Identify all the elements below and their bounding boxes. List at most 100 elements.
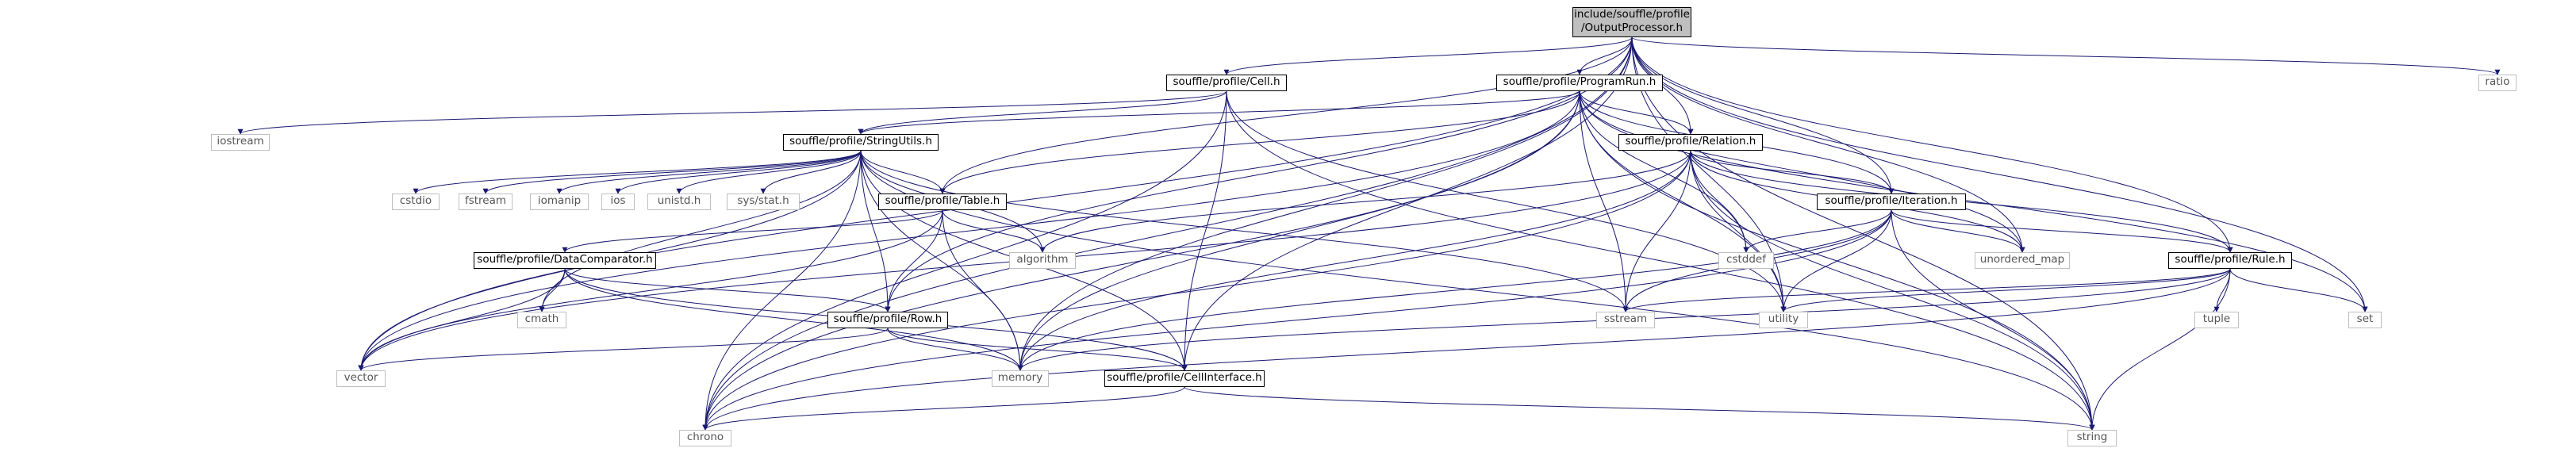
- node-output-processor-line1: include/souffle/profile: [1574, 8, 1690, 21]
- edge-relation-to-algorithm: [1039, 150, 1691, 253]
- node-cmath-label: cmath: [524, 312, 559, 325]
- edge-row-to-vector: [358, 328, 889, 371]
- edge-output-processor-to-ratio: [1631, 36, 2501, 75]
- edge-string-utils-to-chrono: [702, 150, 862, 431]
- node-memory[interactable]: memory: [992, 370, 1049, 387]
- edge-string-utils-to-fstream: [482, 150, 862, 194]
- node-string[interactable]: string: [2067, 430, 2117, 446]
- node-vector[interactable]: vector: [336, 370, 386, 387]
- edge-program-run-to-chrono: [702, 90, 1580, 431]
- node-string-utils[interactable]: souffle/profile/StringUtils.h: [783, 134, 939, 151]
- node-chrono[interactable]: chrono: [679, 430, 731, 446]
- node-cell-label: souffle/profile/Cell.h: [1173, 75, 1280, 88]
- node-rule-label: souffle/profile/Rule.h: [2175, 253, 2286, 266]
- node-utility[interactable]: utility: [1759, 312, 1808, 328]
- node-vector-label: vector: [344, 371, 378, 384]
- edge-data-comparator-to-memory: [564, 268, 1023, 371]
- node-table[interactable]: souffle/profile/Table.h: [878, 194, 1007, 210]
- node-unordered-map-label: unordered_map: [1979, 253, 2065, 266]
- node-iostream[interactable]: iostream: [211, 134, 270, 151]
- node-sys-stat-label: sys/stat.h: [737, 194, 789, 207]
- node-sstream[interactable]: sstream: [1596, 312, 1655, 328]
- node-cell[interactable]: souffle/profile/Cell.h: [1166, 75, 1287, 91]
- node-unistd[interactable]: unistd.h: [647, 194, 711, 210]
- edge-output-processor-to-program-run: [1576, 36, 1633, 75]
- node-cell-interface[interactable]: souffle/profile/CellInterface.h: [1104, 370, 1265, 387]
- edge-rule-to-string: [2089, 268, 2231, 431]
- edge-table-to-row: [885, 209, 943, 312]
- edge-program-run-to-relation: [1579, 90, 1694, 135]
- edge-string-utils-to-cstdio: [413, 150, 862, 194]
- edge-string-utils-to-sstream: [860, 150, 1629, 312]
- node-unordered-map[interactable]: unordered_map: [1975, 252, 2070, 269]
- edge-output-processor-to-iteration: [1631, 36, 1895, 194]
- edge-iteration-to-cstddef: [1743, 209, 1892, 253]
- node-ratio[interactable]: ratio: [2478, 75, 2516, 91]
- edge-relation-to-string: [1690, 150, 2095, 431]
- edge-data-comparator-to-vector: [358, 268, 566, 371]
- edge-iteration-to-rule: [1891, 209, 2233, 253]
- edge-cell-to-string: [1226, 90, 2095, 431]
- edge-relation-to-chrono: [702, 150, 1691, 431]
- edge-output-processor-to-cell-interface: [1181, 36, 1633, 371]
- edge-rule-to-set: [2229, 268, 2368, 312]
- node-cmath[interactable]: cmath: [517, 312, 566, 328]
- edge-output-processor-to-table: [939, 36, 1633, 194]
- edge-string-utils-to-memory: [860, 150, 1023, 371]
- node-fstream[interactable]: fstream: [459, 194, 513, 210]
- node-sys-stat[interactable]: sys/stat.h: [727, 194, 800, 210]
- edge-program-run-to-sstream: [1579, 90, 1629, 312]
- node-algorithm-label: algorithm: [1016, 253, 1069, 266]
- node-tuple[interactable]: tuple: [2194, 312, 2239, 328]
- edge-cell-to-utility: [1226, 90, 1787, 312]
- edge-program-run-to-string: [1579, 90, 2095, 431]
- edge-string-utils-to-row: [860, 150, 891, 312]
- edge-relation-to-sstream: [1622, 150, 1691, 312]
- node-row[interactable]: souffle/profile/Row.h: [827, 312, 948, 328]
- node-program-run[interactable]: souffle/profile/ProgramRun.h: [1496, 75, 1663, 91]
- edge-output-processor-to-set: [1631, 36, 2368, 312]
- edge-cell-to-string-utils: [858, 90, 1227, 135]
- edge-cell-to-cell-interface: [1181, 90, 1227, 371]
- node-rule[interactable]: souffle/profile/Rule.h: [2168, 252, 2292, 269]
- edge-output-processor-to-rule: [1631, 36, 2233, 253]
- edge-table-to-algorithm: [942, 209, 1046, 253]
- node-tuple-label: tuple: [2202, 312, 2231, 325]
- edge-output-processor-to-chrono: [702, 36, 1633, 431]
- node-ios[interactable]: ios: [601, 194, 635, 210]
- node-algorithm[interactable]: algorithm: [1009, 252, 1076, 269]
- edge-iteration-to-unordered-map: [1891, 209, 2025, 253]
- edge-cell-to-iostream: [237, 90, 1227, 135]
- edge-iteration-to-chrono: [702, 209, 1892, 431]
- edge-output-processor-to-cell: [1223, 36, 1633, 75]
- edge-program-run-to-unordered-map: [1579, 90, 2025, 253]
- edge-string-utils-to-ios: [615, 150, 862, 194]
- node-relation-label: souffle/profile/Relation.h: [1625, 135, 1756, 148]
- edge-string-utils-to-unistd: [676, 150, 862, 194]
- edge-table-to-memory: [942, 209, 1023, 371]
- node-cstddef[interactable]: cstddef: [1718, 252, 1774, 269]
- edge-row-to-cell-interface: [887, 328, 1188, 371]
- edge-rule-to-sstream: [1622, 268, 2231, 312]
- edges-layer: [237, 36, 2501, 431]
- node-ratio-label: ratio: [2485, 75, 2510, 88]
- node-string-utils-label: souffle/profile/StringUtils.h: [789, 135, 932, 148]
- node-set[interactable]: set: [2348, 312, 2382, 328]
- edge-cell-interface-to-string: [1184, 386, 2095, 431]
- edge-output-processor-to-memory: [1017, 36, 1633, 371]
- edge-rule-to-chrono: [702, 268, 2231, 431]
- node-iomanip[interactable]: iomanip: [530, 194, 589, 210]
- node-iteration[interactable]: souffle/profile/Iteration.h: [1817, 194, 1966, 210]
- node-relation[interactable]: souffle/profile/Relation.h: [1618, 134, 1763, 151]
- edge-row-to-memory: [887, 328, 1023, 371]
- node-table-label: souffle/profile/Table.h: [885, 194, 1000, 207]
- node-unistd-label: unistd.h: [657, 194, 701, 207]
- node-cstdio[interactable]: cstdio: [392, 194, 440, 210]
- node-output-processor[interactable]: include/souffle/profile /OutputProcessor…: [1572, 7, 1691, 37]
- node-data-comparator[interactable]: souffle/profile/DataComparator.h: [474, 252, 656, 269]
- edge-relation-to-memory: [1017, 150, 1691, 371]
- edge-program-run-to-string-utils: [858, 90, 1580, 135]
- edge-relation-to-iteration: [1690, 150, 1895, 194]
- node-iostream-label: iostream: [217, 135, 264, 148]
- edge-table-to-vector: [358, 209, 943, 371]
